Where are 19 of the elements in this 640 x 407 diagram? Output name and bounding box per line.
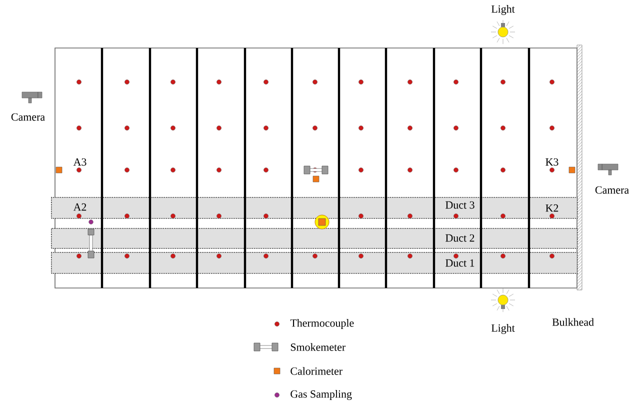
duct-label: K2	[546, 204, 558, 212]
legend-text: Calorimeter	[290, 367, 342, 375]
duct-label: Duct 1	[446, 259, 474, 267]
duct-label: Duct 2	[446, 234, 474, 242]
position-label: A3	[73, 158, 86, 166]
camera-label: Camera	[595, 186, 629, 194]
position-label: K3	[546, 158, 558, 166]
light-label: Light	[491, 5, 515, 15]
bulkhead-label: Bulkhead	[552, 318, 594, 326]
legend-text: Thermocouple	[290, 319, 354, 329]
duct-band	[51, 197, 578, 219]
duct-band	[51, 228, 578, 249]
legend-text: Gas Sampling	[290, 390, 352, 400]
legend-text: Smokemeter	[290, 343, 346, 351]
duct-label: A2	[73, 203, 86, 211]
camera-label: Camera	[11, 113, 45, 121]
duct-band	[51, 252, 578, 274]
duct-label: Duct 3	[446, 201, 474, 209]
light-label: Light	[491, 324, 515, 334]
